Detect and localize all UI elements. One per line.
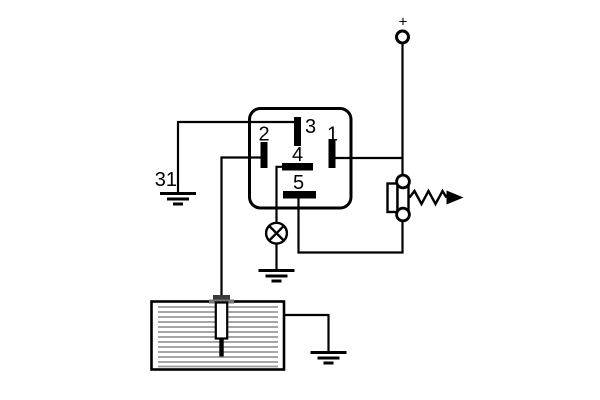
relay-pin5-label: 5 <box>293 172 304 194</box>
wire-pin4-to-lamp <box>275 165 283 223</box>
wire-tank-to-ground <box>284 313 330 352</box>
pump-pickup-rod <box>219 338 224 357</box>
actuation-arrow-icon <box>446 190 464 205</box>
relay-body-outline <box>248 107 353 210</box>
battery-positive-label: + <box>399 14 408 31</box>
relay-pin5-contact <box>283 191 316 199</box>
wire-pin5-to-switch <box>297 195 404 254</box>
wire-pin3-to-ground31 <box>176 120 296 193</box>
indicator-lamp-icon <box>264 221 289 245</box>
relay-pin3-contact <box>294 117 301 146</box>
switch-terminal-top <box>395 173 411 190</box>
pump-cap-top <box>213 295 230 300</box>
wire-pin2-to-pump <box>220 156 263 299</box>
relay-pin1-label: 1 <box>327 124 338 146</box>
switch-terminal-bottom <box>395 206 411 223</box>
switch-bracket <box>386 182 399 214</box>
spring-zigzag-icon <box>408 188 448 207</box>
ground-icon <box>160 192 196 206</box>
fuel-tank-pump-icon <box>150 295 286 371</box>
relay-pin4-contact <box>282 163 313 171</box>
relay: 3 2 1 4 5 <box>248 107 353 210</box>
ground-icon <box>310 351 347 365</box>
battery-terminal-circle-icon <box>395 29 410 45</box>
relay-pin3-label: 3 <box>305 116 316 138</box>
relay-pin4-label: 4 <box>292 144 303 166</box>
relay-pin2-contact <box>260 142 268 168</box>
ground-icon <box>258 269 295 283</box>
relay-pin1-contact <box>328 140 336 168</box>
terminal-31-ground: 31 <box>155 169 196 206</box>
battery-positive-terminal-icon: + <box>395 14 410 45</box>
pressure-switch-icon <box>386 173 464 223</box>
relay-pin2-label: 2 <box>258 124 269 146</box>
pump-body <box>214 301 229 340</box>
terminal-31-label: 31 <box>155 169 177 191</box>
